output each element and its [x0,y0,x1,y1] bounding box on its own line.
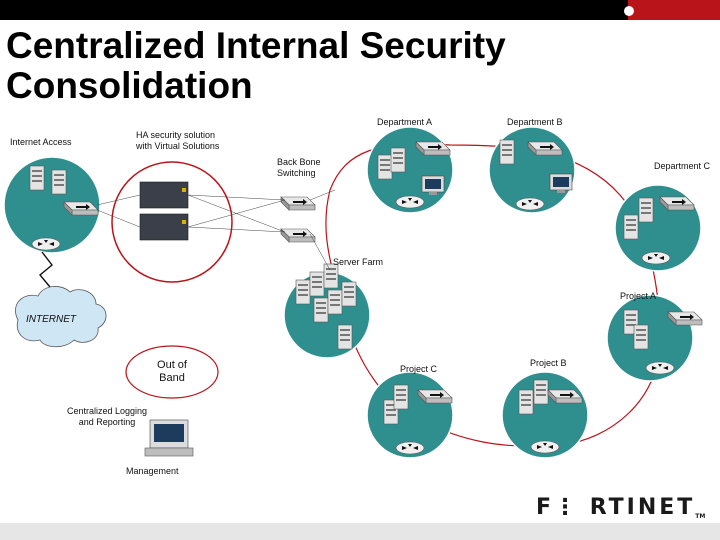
department-a-label: Department A [377,117,433,127]
management-workstation [144,419,194,457]
ha-solution-label: HA security solution with Virtual Soluti… [136,130,220,151]
out-of-band-oval [125,345,219,399]
internet-cloud [15,286,107,348]
project-a-label: Project A [620,291,657,301]
server-farm-label: Server Farm [333,257,384,267]
bottom-bar [0,523,720,540]
out-of-band-label: Out of Band [157,359,187,384]
department-c-label: Department C [654,161,711,171]
slide-marker-icon [624,6,634,16]
internet-access-node [3,156,101,254]
internet-link [39,251,53,288]
department-b-label: Department B [507,117,563,127]
management-label: Management [126,466,179,476]
logging-label: Centralized Logging and Reporting [67,406,148,427]
backbone-label: Back Bone Switching [277,157,321,178]
firewall-appliance-bottom [139,213,189,241]
ha-links [96,189,336,271]
project-b-label: Project B [530,358,567,368]
logo-trademark: TM [695,513,706,520]
firewall-appliance-top [139,181,189,209]
logo-text: F⋮ RTINET [536,495,696,520]
project-c-label: Project C [400,364,438,374]
top-bar [0,0,720,20]
internet-label: INTERNET [26,314,76,325]
fortinet-logo: F⋮ RTINETTM [536,495,705,520]
slide-title: Centralized Internal Security Consolidat… [6,25,506,106]
internet-access-label: Internet Access [10,137,72,147]
top-bar-accent [628,0,720,20]
